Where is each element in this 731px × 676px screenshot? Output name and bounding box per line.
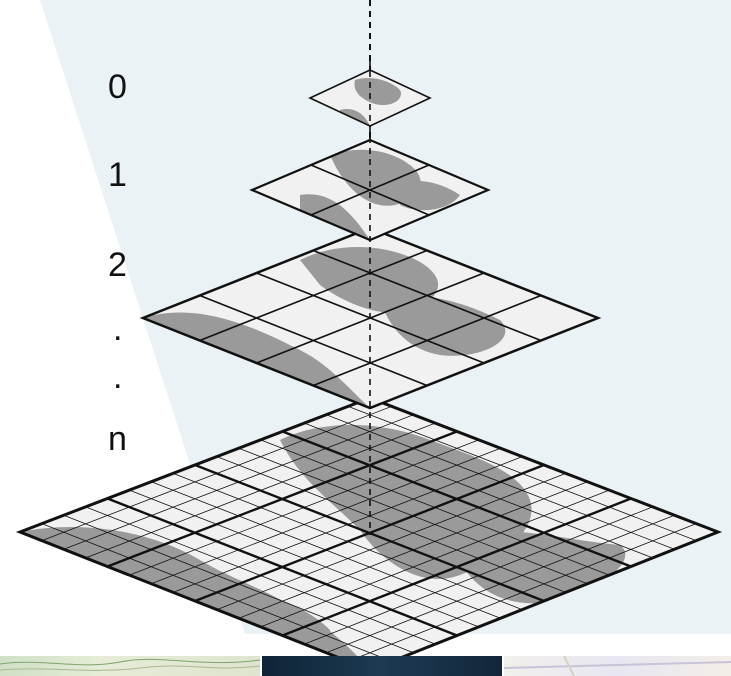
zoom-level-label: 0 (108, 70, 148, 104)
zoom-level-label: n (108, 422, 148, 456)
ellipsis-dot: . (113, 312, 153, 346)
map-thumbnail-strip (0, 656, 731, 676)
zoom-level-label: 2 (108, 248, 148, 282)
street-lines-icon (504, 656, 731, 676)
satellite-map-thumbnail[interactable] (262, 656, 502, 676)
topographic-map-thumbnail[interactable] (0, 656, 260, 676)
contour-lines-icon (0, 656, 260, 676)
zoom-level-label: 1 (108, 158, 148, 192)
street-map-thumbnail[interactable] (504, 656, 731, 676)
ellipsis-dot: . (113, 360, 153, 394)
